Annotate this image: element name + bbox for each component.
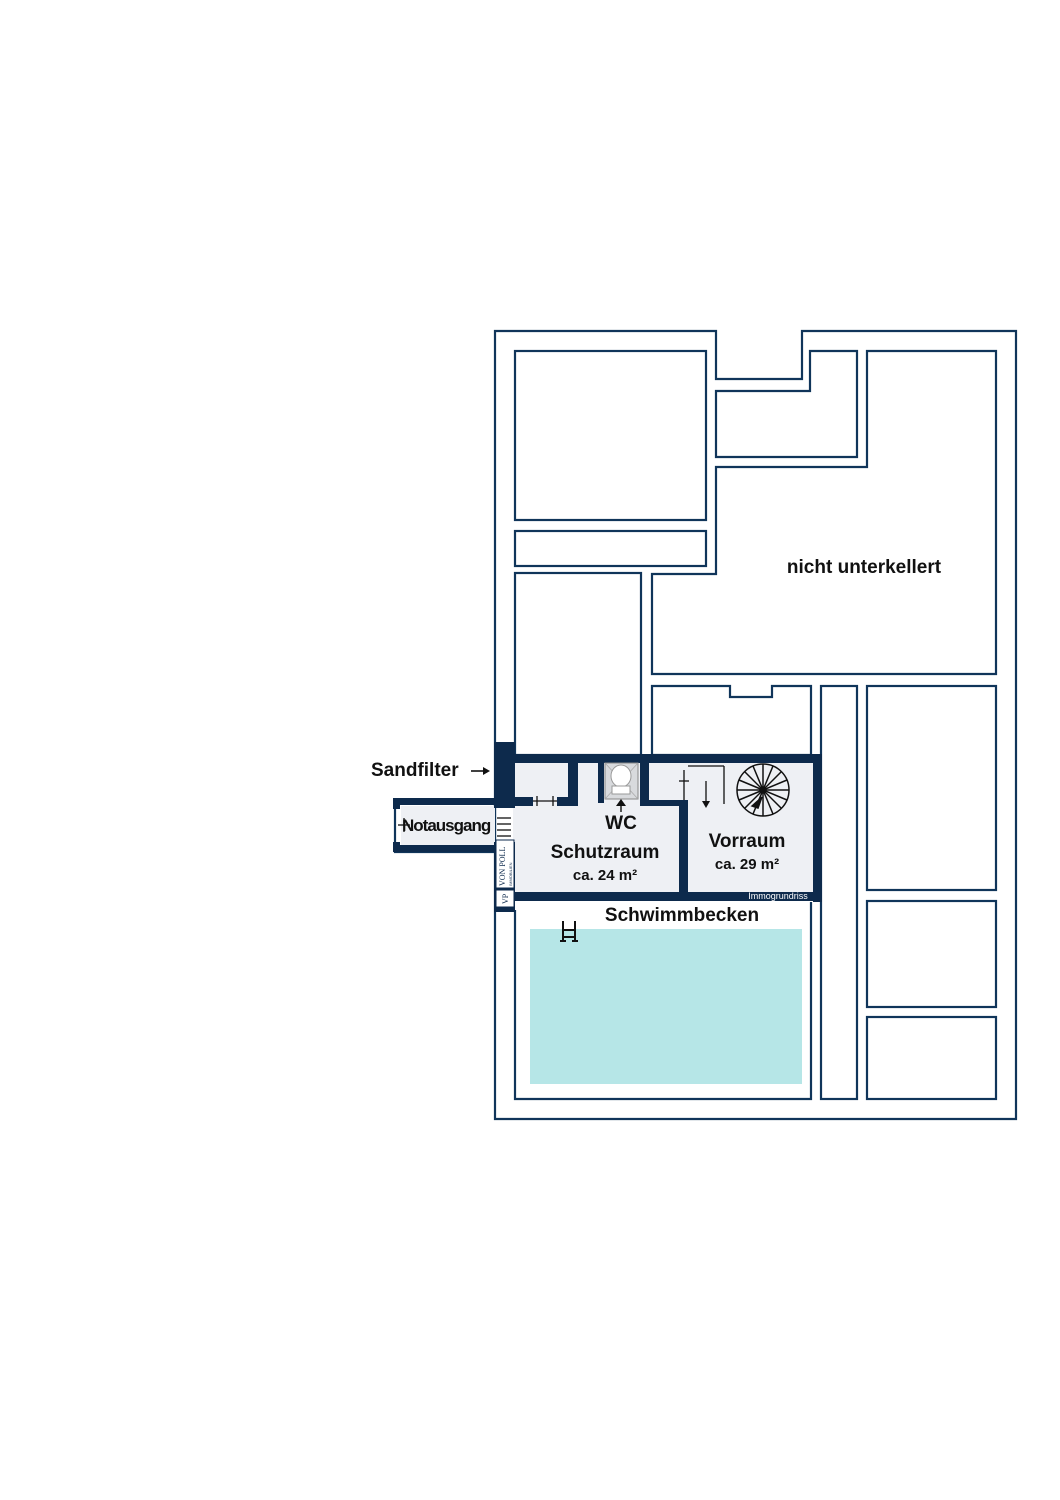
- logo-monogram: VP: [501, 893, 510, 904]
- label-not-basement: nicht unterkellert: [787, 557, 942, 578]
- watermark: Immogrundriss: [748, 891, 808, 901]
- label-anteroom-area: ca. 29 m²: [715, 856, 779, 873]
- label-emergency-exit: Notausgang: [402, 816, 491, 835]
- label-pool: Schwimmbecken: [605, 905, 759, 926]
- arrow-up-icon: [616, 799, 626, 812]
- label-wc: WC: [605, 813, 637, 834]
- logo: VON POLL IMMOBILIEN VP: [495, 839, 515, 908]
- label-shelter-area: ca. 24 m²: [573, 867, 637, 884]
- toilet-icon: [604, 762, 639, 800]
- door-swing-icon: [398, 765, 725, 837]
- spiral-staircase-icon: [736, 763, 790, 817]
- pool-ladder-icon: [560, 921, 578, 942]
- label-shelter-room: Schutzraum: [551, 842, 660, 863]
- logo-subtext: IMMOBILIEN: [508, 862, 513, 886]
- logo-text: VON POLL: [498, 847, 507, 886]
- arrow-right-icon: [471, 767, 490, 775]
- ground-floor-outline: [393, 329, 1018, 1121]
- label-anteroom: Vorraum: [709, 831, 786, 852]
- arrow-down-icon: [702, 801, 710, 808]
- label-sandfilter: Sandfilter: [371, 760, 459, 781]
- pool-water: [530, 929, 802, 1084]
